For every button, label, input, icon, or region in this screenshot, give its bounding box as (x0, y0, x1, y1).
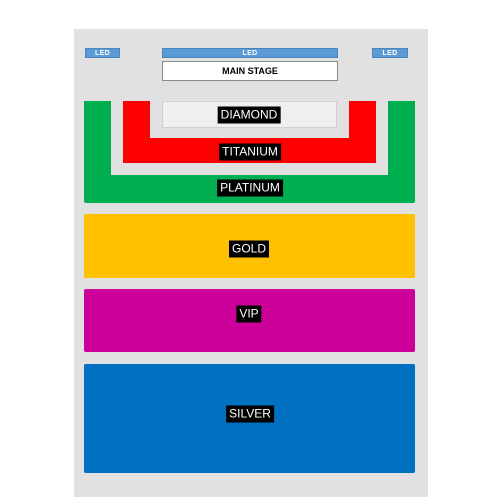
diamond-label: DIAMOND (217, 106, 281, 124)
titanium-section (123, 101, 376, 163)
led-screen-left: LED (85, 48, 120, 58)
platinum-label: PLATINUM (217, 179, 283, 197)
gold-label: GOLD (228, 240, 270, 258)
platinum-section (84, 101, 415, 203)
vip-label: VIP (236, 305, 262, 323)
silver-label: SILVER (226, 405, 274, 423)
main-stage: MAIN STAGE (162, 61, 338, 81)
led-screen-center: LED (162, 48, 338, 58)
titanium-label: TITANIUM (219, 143, 281, 161)
led-screen-right: LED (372, 48, 408, 58)
